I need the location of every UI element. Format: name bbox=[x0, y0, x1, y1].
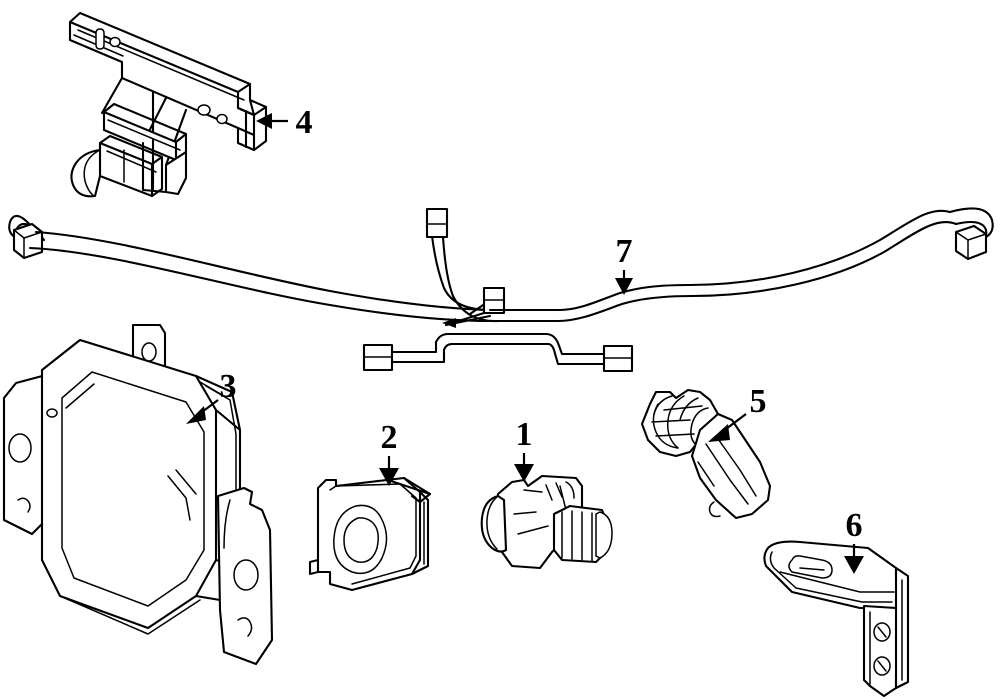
callout-1[interactable]: 1 bbox=[514, 416, 534, 482]
callout-6-number: 6 bbox=[846, 507, 863, 544]
callout-6-arrowhead bbox=[844, 556, 864, 574]
callout-5-number: 5 bbox=[750, 383, 767, 420]
part-sensor-bezel[interactable] bbox=[308, 476, 432, 592]
part-camera-assembly[interactable] bbox=[68, 11, 268, 198]
callout-7[interactable]: 7 bbox=[615, 233, 633, 295]
callout-3-arrowhead bbox=[186, 406, 206, 424]
part-control-module[interactable] bbox=[2, 323, 274, 666]
callout-4[interactable]: 4 bbox=[256, 104, 313, 141]
callout-2[interactable]: 2 bbox=[379, 419, 399, 486]
callout-5-arrowhead bbox=[708, 424, 730, 442]
callout-7-number: 7 bbox=[616, 233, 633, 270]
callout-2-arrowhead bbox=[379, 468, 399, 486]
part-mounting-bracket[interactable] bbox=[763, 540, 910, 698]
callout-4-number: 4 bbox=[296, 104, 313, 141]
callout-5[interactable]: 5 bbox=[708, 383, 767, 442]
callout-1-number: 1 bbox=[516, 416, 533, 453]
callout-7-arrowhead bbox=[615, 278, 633, 295]
part-park-assist-sensor[interactable] bbox=[480, 474, 613, 570]
callout-3[interactable]: 3 bbox=[186, 368, 237, 424]
callout-1-arrowhead bbox=[514, 464, 534, 482]
callout-3-number: 3 bbox=[220, 368, 237, 405]
part-wiring-harness[interactable] bbox=[8, 207, 994, 373]
callout-2-number: 2 bbox=[381, 419, 398, 456]
callout-6[interactable]: 6 bbox=[844, 507, 864, 574]
callout-4-arrowhead bbox=[256, 113, 272, 129]
